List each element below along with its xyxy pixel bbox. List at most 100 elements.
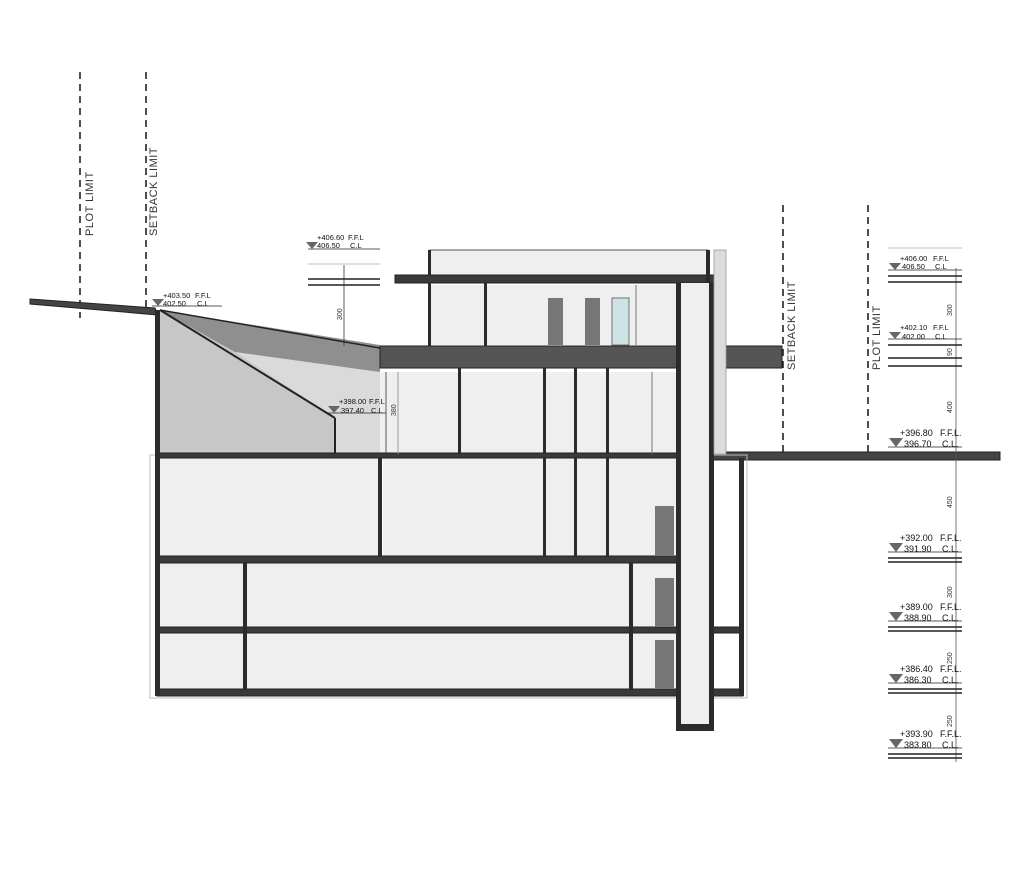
ground-line-right <box>711 451 1001 461</box>
svg-text:+392.00: +392.00 <box>900 533 933 543</box>
wall-gf-3 <box>574 368 577 454</box>
door-ff-1 <box>548 298 563 345</box>
door-fm1 <box>655 578 674 627</box>
svg-text:C.L: C.L <box>935 332 947 341</box>
svg-text:397.40: 397.40 <box>341 406 364 415</box>
room-gf-a <box>380 372 458 454</box>
svg-text:C.L: C.L <box>350 241 362 250</box>
left-level-marker-3: +398.00 F.F.L 397.40 C.L <box>328 397 386 415</box>
svg-text:C.L.: C.L. <box>942 544 959 554</box>
room-fm1-b <box>246 563 629 628</box>
room-ff-b <box>487 285 676 345</box>
wall-gf-4 <box>606 368 609 454</box>
plot-limit-label-left: PLOT LIMIT <box>84 171 96 236</box>
svg-text:+396.80: +396.80 <box>900 428 933 438</box>
dim-right-3: 400 <box>947 401 954 413</box>
roof-slope-line <box>159 309 381 349</box>
svg-text:+403.50: +403.50 <box>163 291 190 300</box>
svg-text:F.F.L: F.F.L <box>348 233 364 242</box>
wall-roof-left <box>428 250 431 275</box>
svg-text:C.L.: C.L. <box>942 740 959 750</box>
svg-text:+406.60: +406.60 <box>317 233 344 242</box>
dim-right-2: 90 <box>947 348 954 356</box>
earth-diagonal-line <box>159 309 336 419</box>
right-level-marker-2: +402.10 F.F.L 402.00 C.L <box>888 323 962 367</box>
wall-gf-2 <box>543 368 546 454</box>
door-ff-2 <box>585 298 600 345</box>
svg-text:C.L: C.L <box>371 406 383 415</box>
wall-f0-1 <box>378 458 382 556</box>
left-level-marker-2: +403.50 F.F.L 402.50 C.L <box>152 291 222 308</box>
room-f0-a <box>160 458 380 556</box>
roof-box-right-wall <box>706 250 710 283</box>
wall-ff-1 <box>484 283 487 346</box>
openings <box>397 285 674 689</box>
svg-text:+389.00: +389.00 <box>900 602 933 612</box>
right-level-marker-4: +392.00 F.F.L. 391.90 C.L. <box>888 533 962 563</box>
room-f0-c <box>546 458 676 556</box>
dim-right-6: 250 <box>947 652 954 664</box>
window-ff-glass <box>611 297 630 346</box>
right-level-marker-5: +389.00 F.F.L. 388.90 C.L. <box>888 602 962 632</box>
svg-text:402.00: 402.00 <box>902 332 925 341</box>
room-fm2-a <box>160 633 243 689</box>
dim-right-1: 300 <box>947 304 954 316</box>
svg-text:+406.00: +406.00 <box>900 254 927 263</box>
room-gf-c <box>546 372 676 454</box>
wall-f0-4 <box>606 458 609 556</box>
room-f0-b <box>383 458 543 556</box>
svg-text:391.90: 391.90 <box>904 544 932 554</box>
wall-f0-2 <box>543 458 546 556</box>
room-gf-b <box>461 372 543 454</box>
room-fm1-a <box>160 563 243 628</box>
svg-text:+402.10: +402.10 <box>900 323 927 332</box>
svg-text:F.F.L: F.F.L <box>933 254 949 263</box>
roof-slab <box>394 274 718 284</box>
core-shaft-inner <box>681 283 709 724</box>
svg-text:386.30: 386.30 <box>904 675 932 685</box>
svg-text:406.50: 406.50 <box>902 262 925 271</box>
svg-text:C.L: C.L <box>197 299 209 308</box>
dim-right-5: 300 <box>947 586 954 598</box>
svg-text:C.L.: C.L. <box>942 675 959 685</box>
room-fm2-b <box>246 633 629 689</box>
plot-limit-label-right: PLOT LIMIT <box>871 305 883 370</box>
door-f0 <box>655 506 674 556</box>
svg-text:F.F.L.: F.F.L. <box>940 533 962 543</box>
earth-fill-lower-light <box>235 352 380 455</box>
wall-fm1-2 <box>629 563 633 689</box>
ground-floor-slab <box>156 452 681 459</box>
wall-ff-left <box>428 283 431 346</box>
svg-text:+386.40: +386.40 <box>900 664 933 674</box>
wall-basement-right <box>739 458 744 696</box>
svg-text:C.L.: C.L. <box>942 613 959 623</box>
svg-text:402.50: 402.50 <box>163 299 186 308</box>
svg-text:406.50: 406.50 <box>317 241 340 250</box>
dim-right-4: 450 <box>947 496 954 508</box>
svg-text:C.L.: C.L. <box>942 439 959 449</box>
svg-text:F.F.L: F.F.L <box>195 291 211 300</box>
svg-text:383.80: 383.80 <box>904 740 932 750</box>
setback-limit-label-left: SETBACK LIMIT <box>148 147 160 236</box>
basement1-slab <box>156 555 681 564</box>
svg-text:F.F.L.: F.F.L. <box>940 664 962 674</box>
door-fm2 <box>655 640 674 689</box>
roof-slope-shade <box>160 310 380 372</box>
wall-gf-1 <box>458 368 461 454</box>
svg-text:C.L: C.L <box>935 262 947 271</box>
terrain-slope-left <box>29 298 159 316</box>
svg-text:F.F.L: F.F.L <box>369 397 385 406</box>
walls <box>155 250 744 696</box>
svg-text:F.F.L.: F.F.L. <box>940 729 962 739</box>
svg-text:F.F.L.: F.F.L. <box>940 602 962 612</box>
svg-text:+398.00: +398.00 <box>339 397 366 406</box>
svg-text:396.70: 396.70 <box>904 439 932 449</box>
dim-right-7: 250 <box>947 715 954 727</box>
wall-fm1-1 <box>243 563 247 689</box>
foundation-slab <box>156 688 744 697</box>
wall-outer-left <box>155 310 160 696</box>
right-level-marker-3: +396.80 F.F.L. 396.70 C.L. <box>888 428 962 449</box>
limit-lines <box>79 72 869 452</box>
setback-limit-label-right: SETBACK LIMIT <box>786 281 798 370</box>
